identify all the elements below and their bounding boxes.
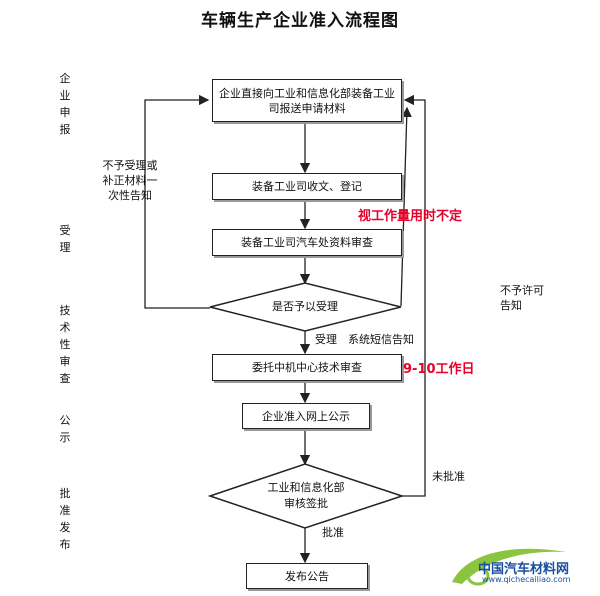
not-allowed-label: 不予许可告知: [500, 284, 544, 312]
stage-approval-label: 批 准 发 布: [59, 487, 71, 551]
page-title: 车辆生产企业准入流程图: [201, 11, 399, 31]
approval-diamond: [207, 463, 405, 529]
stage-accept-label: 受 理: [59, 224, 71, 254]
stage-apply-label: 企 业 申 报: [59, 72, 71, 136]
watermark-url: www.qichecailiao.com: [482, 575, 571, 584]
not-approved-label: 未批准: [432, 470, 465, 483]
work-days-note: 9-10工作日: [403, 362, 475, 377]
reject-fix-label: 不予受理或补正材料一次性告知: [102, 159, 158, 202]
accepted-label: 受理: [315, 333, 337, 346]
stage-publicity-label: 公 示: [59, 414, 71, 444]
entrust-review-box: 委托中机中心技术审查: [212, 354, 402, 381]
logo-swoosh-icon: [452, 548, 566, 586]
decision-diamond: [209, 282, 402, 332]
preliminary-review-box: 装备工业司汽车处资料审查: [212, 229, 402, 256]
stage-review-label: 技 术 性 审 查: [59, 304, 71, 385]
approved-label: 批准: [322, 526, 344, 539]
watermark-logo: 中国汽车材料网 www.qichecailiao.com: [448, 542, 598, 592]
receive-box: 装备工业司收文、登记: [212, 173, 402, 200]
watermark-brand: 中国汽车材料网: [478, 562, 570, 577]
publish-online-box: 企业准入网上公示: [242, 403, 370, 429]
variable-time-note: 视工作量用时不定: [358, 209, 463, 224]
submit-box: 企业直接向工业和信息化部装备工业司报送申请材料: [212, 79, 402, 122]
decision-label: 是否予以受理: [272, 300, 338, 313]
ministry-approval-label: 工业和信息化部 审核签批: [267, 481, 345, 510]
announce-box: 发布公告: [246, 563, 368, 589]
sms-notice-label: 系统短信告知: [348, 333, 414, 346]
